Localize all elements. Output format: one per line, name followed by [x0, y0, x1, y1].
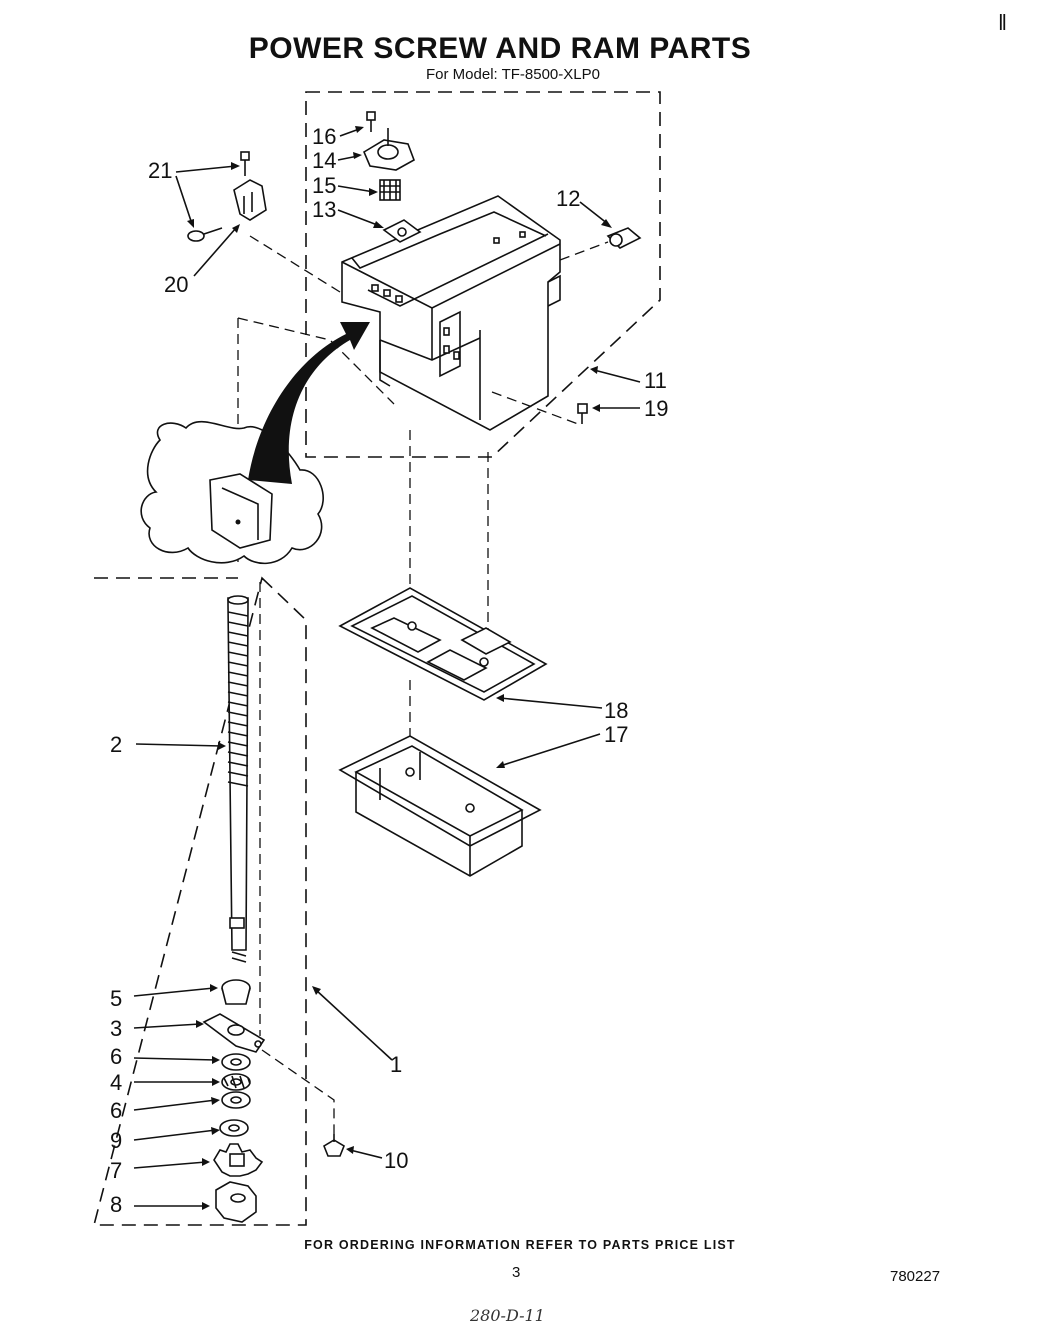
pan-17 — [338, 735, 542, 877]
clip-12 — [606, 227, 642, 249]
callout-1: 1 — [390, 1052, 402, 1077]
link-line — [249, 235, 341, 293]
page-number: 3 — [512, 1264, 521, 1281]
callout-17: 17 — [604, 722, 628, 747]
corner-mark: ‖ — [998, 10, 1008, 35]
callout-14: 14 — [312, 148, 336, 173]
bearing-5 — [221, 979, 251, 1005]
nut-8 — [215, 1181, 257, 1223]
handwritten-note: 280-D-11 — [470, 1306, 545, 1325]
power-screw-dashed-frame — [92, 576, 307, 1226]
callout-2: 2 — [110, 732, 122, 757]
link-line — [559, 241, 609, 261]
callout-8: 8 — [110, 1192, 122, 1217]
diagram-title: POWER SCREW AND RAM PARTS — [248, 32, 752, 65]
callout-11: 11 — [644, 368, 667, 393]
callout-6-upper: 6 — [110, 1044, 122, 1069]
model-subtitle: For Model: TF-8500-XLP0 — [426, 66, 600, 83]
screw-19 — [577, 403, 588, 424]
power-screw-2 — [227, 595, 249, 963]
callout-13: 13 — [312, 197, 336, 222]
callout-10: 10 — [384, 1148, 408, 1173]
callout-20: 20 — [164, 272, 188, 297]
callout-16: 16 — [312, 124, 336, 149]
callout-21: 21 — [148, 158, 172, 183]
screw-10 — [323, 1134, 345, 1157]
gasket-18 — [338, 587, 548, 701]
callout-19: 19 — [644, 396, 668, 421]
sprocket-7 — [213, 1143, 264, 1177]
callout-3: 3 — [110, 1016, 122, 1041]
curved-arrow — [248, 322, 370, 484]
ordering-info-note: FOR ORDERING INFORMATION REFER TO PARTS … — [304, 1238, 736, 1252]
detail-cloud — [140, 420, 324, 565]
callout-numbers: 16 14 15 13 12 21 20 11 19 18 17 2 1 5 3… — [110, 124, 668, 1217]
washer-stack — [219, 1053, 251, 1137]
callout-18: 18 — [604, 698, 628, 723]
link-line — [261, 1049, 335, 1134]
callout-12: 12 — [556, 186, 580, 211]
plate-3 — [202, 1013, 266, 1053]
adjuster-stack — [362, 111, 422, 243]
callout-4: 4 — [110, 1070, 122, 1095]
callout-15: 15 — [312, 173, 336, 198]
callout-5: 5 — [110, 986, 122, 1011]
document-code: 780227 — [890, 1268, 941, 1285]
callout-9: 9 — [110, 1128, 122, 1153]
callout-7: 7 — [110, 1158, 122, 1183]
bracket-20-screws-21 — [187, 151, 267, 242]
leader-lines — [133, 126, 641, 1210]
ram-box-11 — [341, 195, 561, 431]
ram-assembly-dashed-frame — [305, 91, 661, 458]
callout-6-lower: 6 — [110, 1098, 122, 1123]
